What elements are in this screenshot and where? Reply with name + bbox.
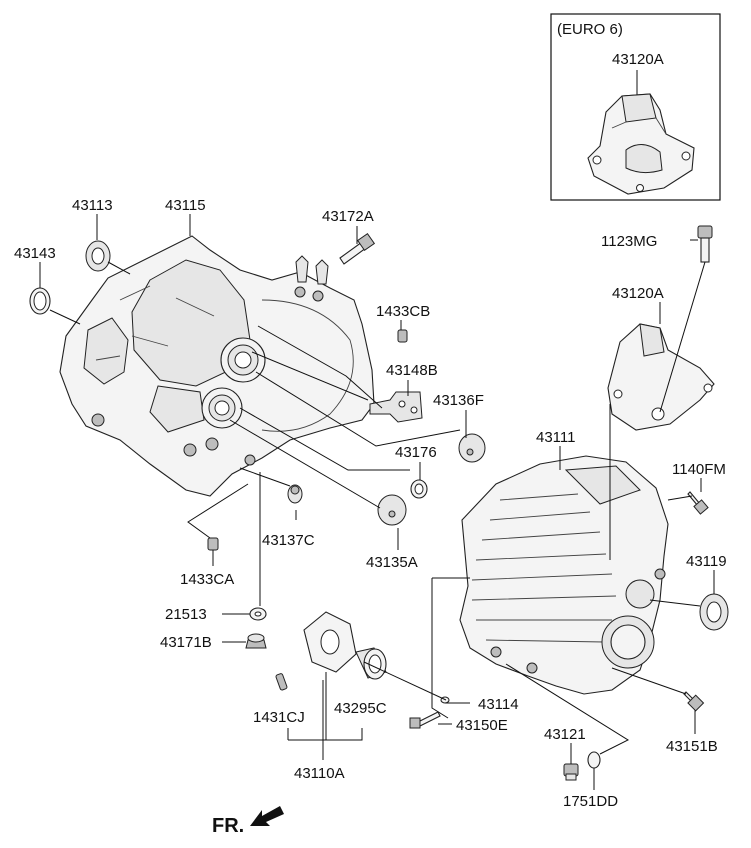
drain-plug-43121 xyxy=(563,763,579,781)
label-43172A: 43172A xyxy=(322,208,374,225)
label-1431CJ: 1431CJ xyxy=(253,709,305,726)
label-43111: 43111 xyxy=(536,429,576,446)
pin-1431CJ xyxy=(275,673,288,691)
label-43150E: 43150E xyxy=(456,717,508,734)
engine-mount-bracket-inset xyxy=(587,93,695,195)
label-43137C: 43137C xyxy=(262,532,315,549)
label-43135A: 43135A xyxy=(366,554,418,571)
label-43176: 43176 xyxy=(395,444,437,461)
bolt-1123MG xyxy=(697,225,713,263)
label-43121: 43121 xyxy=(544,726,586,743)
label-1123MG: 1123MG xyxy=(601,233,657,250)
washer-21513 xyxy=(249,607,267,621)
label-43120A: 43120A xyxy=(612,285,664,302)
pin-1433CB xyxy=(397,329,408,343)
label-43119: 43119 xyxy=(686,553,727,570)
label-1433CA: 1433CA xyxy=(180,571,234,588)
pin-1433CA xyxy=(207,537,219,551)
euro6-inset: (EURO 6) 43120A xyxy=(550,13,721,201)
label-43136F: 43136F xyxy=(433,392,484,409)
front-direction-indicator: FR. xyxy=(212,806,284,837)
snap-ring-43143 xyxy=(29,287,51,315)
bolt-43151B xyxy=(683,691,705,712)
gasket-1751DD xyxy=(587,751,601,769)
needle-bearing-43295C xyxy=(355,647,387,680)
engine-mount-bracket xyxy=(607,323,715,431)
leader-lines xyxy=(39,214,715,790)
label-43295C: 43295C xyxy=(334,700,387,717)
label-43143: 43143 xyxy=(14,245,56,262)
plug-43171B xyxy=(245,633,267,649)
bolt-43172A xyxy=(339,232,376,265)
o-ring-43176 xyxy=(410,479,428,499)
label-21513: 21513 xyxy=(165,606,207,623)
label-43114: 43114 xyxy=(478,696,519,713)
label-43115: 43115 xyxy=(165,197,206,214)
bolt-43150E xyxy=(409,711,441,729)
label-1140FM: 1140FM xyxy=(672,461,726,478)
front-arrow-icon xyxy=(250,806,284,826)
part-labels: 43113 43115 43143 43172A 1433CB 43148B 4… xyxy=(14,197,727,810)
oil-seal-43113 xyxy=(85,240,111,272)
label-1433CB: 1433CB xyxy=(376,303,430,320)
plug-43137C xyxy=(287,484,303,504)
label-43151B: 43151B xyxy=(666,738,718,755)
label-43148B: 43148B xyxy=(386,362,438,379)
front-label: FR. xyxy=(212,815,244,837)
cover-43135A xyxy=(377,494,407,526)
inset-title: (EURO 6) xyxy=(557,21,623,38)
label-inset-43120A: 43120A xyxy=(612,51,664,68)
cover-43136F xyxy=(458,433,486,463)
transmission-case xyxy=(459,455,669,695)
bracket-plate-43148B xyxy=(369,391,423,423)
sleeve-43110A xyxy=(303,611,357,673)
label-43113: 43113 xyxy=(72,197,113,214)
label-43171B: 43171B xyxy=(160,634,212,651)
oil-seal-43119 xyxy=(699,593,729,631)
label-1751DD: 1751DD xyxy=(563,793,618,810)
label-43110A: 43110A xyxy=(294,765,345,782)
bolt-1140FM xyxy=(687,491,709,515)
clutch-housing-case xyxy=(59,235,375,497)
